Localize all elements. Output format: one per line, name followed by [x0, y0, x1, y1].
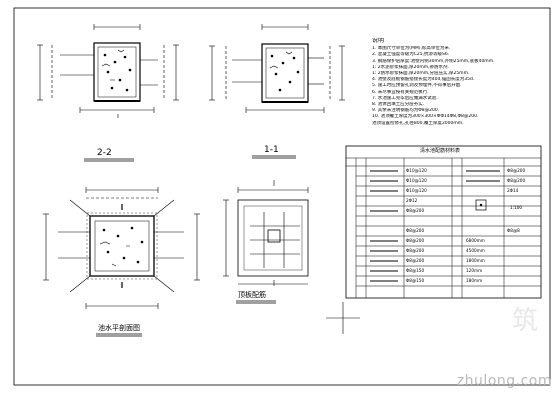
notes-title: 说明 [372, 38, 385, 44]
material-table-grid [345, 145, 542, 299]
note-line: 8. 池体回填土应分层夯实. [372, 102, 425, 108]
plan-section-underline [96, 333, 142, 337]
table-cell-spec2: Φ8@200 [507, 178, 526, 183]
table-scale-note: 1:100 [510, 205, 523, 210]
note-line: 3. 钢筋保护层厚度:池壁内侧30mm,外侧25mm,底板40mm. [372, 58, 495, 64]
table-cell-spec: Φ8@200 [406, 258, 425, 263]
note-line: 7. 水池施工完毕后应做满水试验. [372, 95, 438, 101]
table-cell-spec: Φ8@150 [406, 268, 425, 273]
table-cell-spec2: 1800mm [466, 258, 485, 263]
table-cell-spec: Φ8@200 [406, 228, 425, 233]
note-line: 5. 施工时应预留孔洞及预埋件,不得事后开凿. [372, 83, 462, 89]
watermark-text: zhulong.com [456, 373, 552, 389]
section-2-2-underline [84, 158, 134, 162]
section-1-1-drawing [209, 24, 345, 113]
section-1-1-underline [252, 155, 296, 159]
table-cell-spec2: 6800mm [466, 238, 485, 243]
roof-slab-underline [236, 300, 276, 304]
material-table-title: 清水池配筋材料表 [420, 148, 461, 154]
table-cell-spec: Φ8@150 [406, 278, 425, 283]
table-cell-spec2: Φ8@200 [507, 168, 526, 173]
table-cell-spec2: Φ8@8 [507, 228, 520, 233]
table-cell-spec: Φ8@200 [406, 238, 425, 243]
note-line: 4. 池壁及底板钢筋搭接长度为40d,锚固长度为35d. [372, 77, 475, 83]
roof-slab-title: 顶板配筋 [238, 291, 266, 299]
section-2-2-label: 2-2 [97, 148, 112, 158]
design-notes: 说明 1. 本图尺寸单位为(MM),标高单位为米. 2. 混凝土强度等级为C25… [372, 38, 550, 127]
note-line: 6. 未尽事宜按有关规范执行. [372, 89, 429, 95]
section-1-1-label: 1-1 [264, 145, 279, 155]
note-line: 10. 池顶覆土厚度为300×300×ΦΦ14Φ8,Φ8@200. [372, 114, 479, 120]
table-cell-spec: 2Φ12 [406, 198, 418, 203]
table-cell-spec2: 120mm [466, 268, 483, 273]
watermark-logo: 筑 [511, 306, 538, 336]
note-line: 1: 2防水砂浆抹面,厚20mm,分层压实,厚25mm. [372, 71, 470, 77]
table-cell-spec: Φ8@200 [406, 248, 425, 253]
note-line: 1: 2水泥砂浆抹面,厚20mm,掺防水剂. [372, 64, 449, 70]
note-line: 2. 混凝土强度等级为C25,抗渗等级S6. [372, 52, 450, 58]
plan-section-drawing [43, 187, 200, 309]
table-cell-spec2: 180mm [466, 278, 483, 283]
section-2-2-drawing [37, 24, 179, 118]
plan-section-title: 池水平剖面图 [98, 324, 140, 332]
table-cell-spec: Φ10@120 [406, 168, 427, 173]
table-cell-spec2: 2Φ14 [507, 188, 519, 193]
drawing-border [13, 7, 551, 386]
table-cell-spec2: 4500mm [466, 248, 485, 253]
table-cell-spec: Φ8@200 [406, 208, 425, 213]
roof-slab-drawing [223, 180, 309, 286]
table-cell-spec: Φ10@120 [406, 178, 427, 183]
crosshair-marker [326, 302, 360, 334]
note-line: 1. 本图尺寸单位为(MM),标高单位为米. [372, 46, 451, 52]
table-cell-spec: Φ10@120 [406, 188, 427, 193]
note-line: 池顶设置检修孔,孔径800,覆土厚度2000mm. [372, 120, 464, 126]
note-line: 9. 其余未注明钢筋均为Φ8@200. [372, 108, 440, 114]
